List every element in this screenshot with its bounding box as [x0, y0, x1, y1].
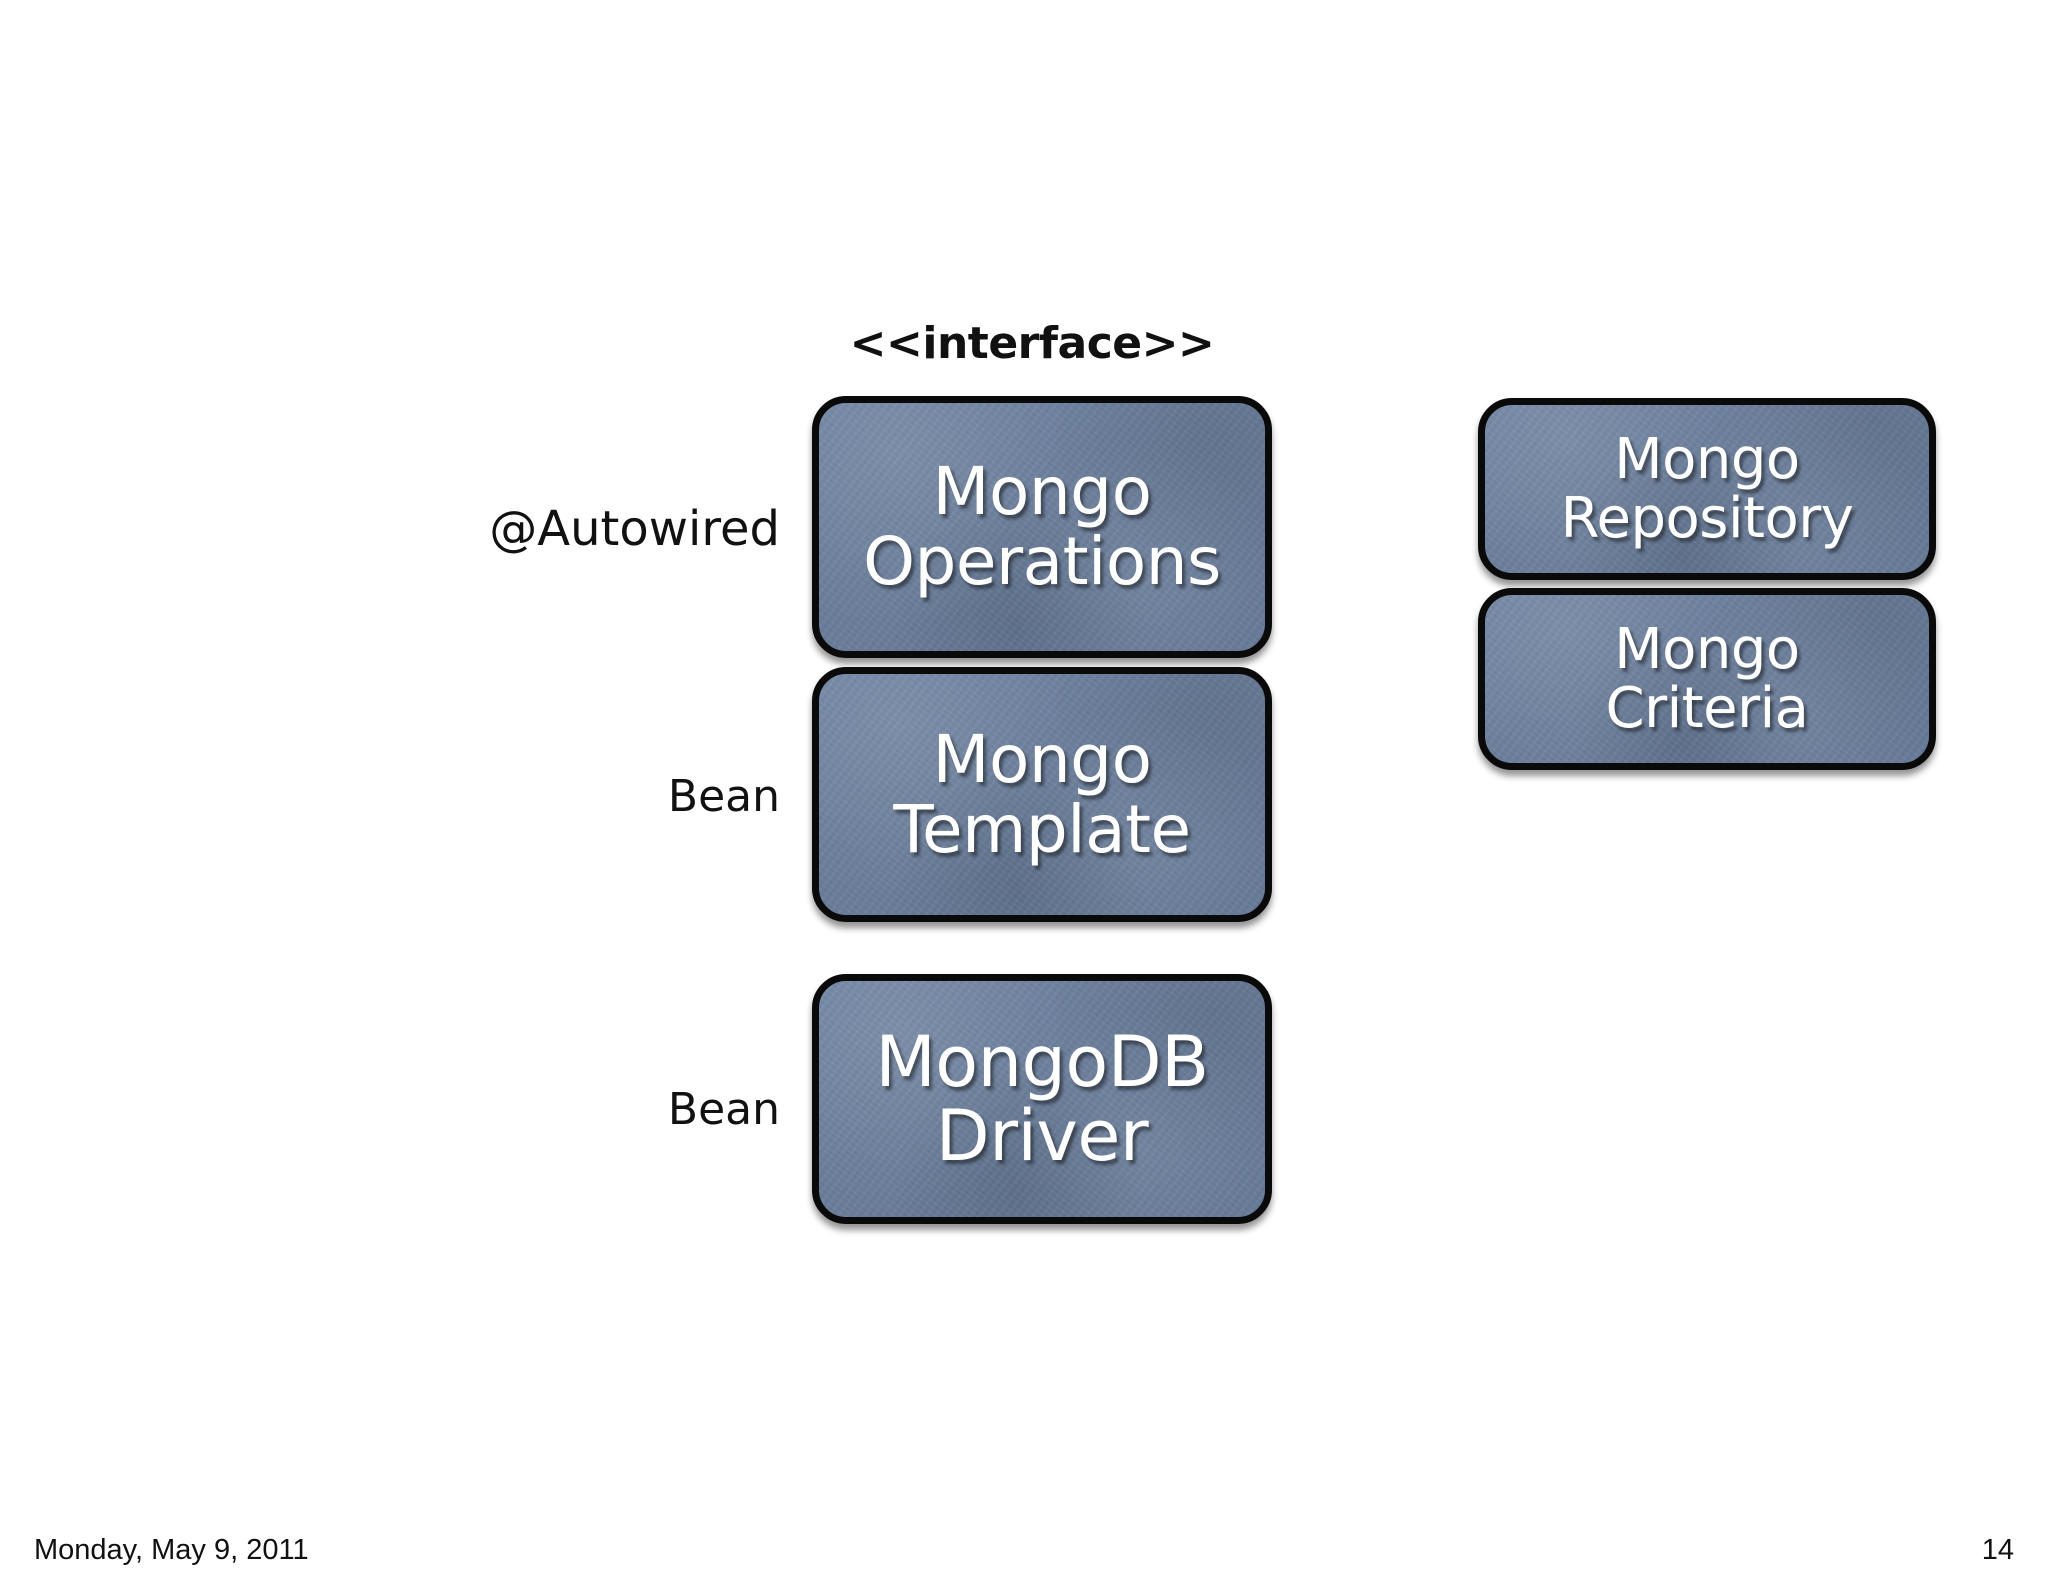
footer-page-number: 14 [1981, 1534, 2014, 1566]
node-mongo-operations-label: Mongo Operations [863, 453, 1221, 600]
node-mongo-template-label: Mongo Template [893, 720, 1191, 868]
node-mongo-operations: Mongo Operations [812, 396, 1272, 658]
node-mongo-repository-label: Mongo Repository [1560, 426, 1854, 551]
node-mongo-template: Mongo Template [812, 667, 1272, 922]
annotation-bean-template: Bean [667, 771, 780, 822]
node-mongo-criteria: Mongo Criteria [1478, 588, 1936, 770]
node-mongodb-driver: MongoDB Driver [812, 974, 1272, 1224]
node-mongo-criteria-label: Mongo Criteria [1605, 616, 1810, 741]
annotation-bean-driver: Bean [667, 1084, 780, 1135]
node-mongo-repository: Mongo Repository [1478, 398, 1936, 580]
interface-stereotype-label: <<interface>> [849, 318, 1215, 369]
node-mongodb-driver-label: MongoDB Driver [875, 1020, 1209, 1177]
annotation-autowired: @Autowired [489, 501, 780, 557]
footer-date: Monday, May 9, 2011 [34, 1534, 309, 1566]
